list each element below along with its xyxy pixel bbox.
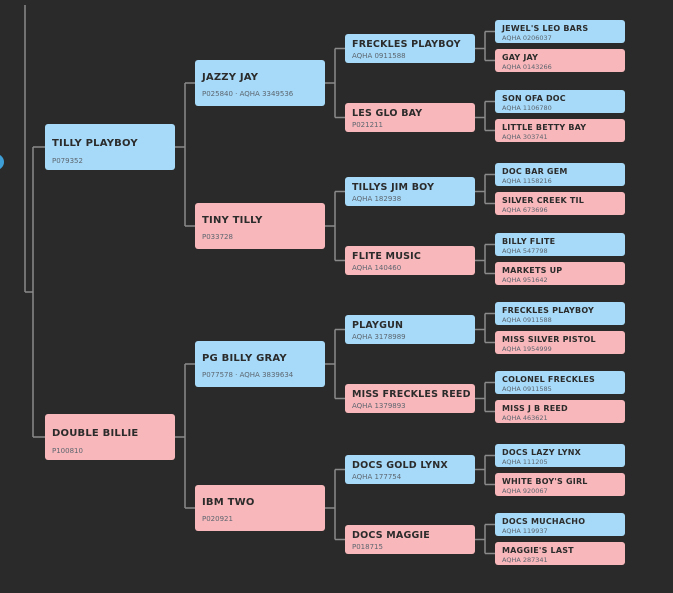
gen3-card-7[interactable]: DOCS GOLD LYNX AQHA 177754 xyxy=(345,455,475,484)
registration-number: AQHA 673696 xyxy=(502,206,548,214)
gen4-card-14[interactable]: WHITE BOY'S GIRL AQHA 920067 xyxy=(495,473,625,496)
horse-name: LITTLE BETTY BAY xyxy=(502,123,587,132)
gen4-card-15[interactable]: DOCS MUCHACHO AQHA 119937 xyxy=(495,513,625,536)
horse-name: DOUBLE BILLIE xyxy=(52,428,139,439)
registration-number: AQHA 303741 xyxy=(502,133,548,141)
registration-number: AQHA 951642 xyxy=(502,276,548,284)
horse-name: MARKETS UP xyxy=(502,266,563,275)
gen3-card-1[interactable]: FRECKLES PLAYBOY AQHA 0911588 xyxy=(345,34,475,63)
sire-card[interactable]: TILLY PLAYBOY P079352 xyxy=(45,124,175,170)
registration-number: P021211 xyxy=(352,121,383,129)
horse-name: PG BILLY GRAY xyxy=(202,353,287,364)
horse-name: TILLYS JIM BOY xyxy=(352,182,435,193)
gen4-card-12[interactable]: MISS J B REED AQHA 463621 xyxy=(495,400,625,423)
registration-number: P018715 xyxy=(352,543,383,551)
horse-name: MISS J B REED xyxy=(502,404,568,413)
horse-name: DOCS MAGGIE xyxy=(352,530,430,541)
gen4-card-11[interactable]: COLONEL FRECKLES AQHA 0911585 xyxy=(495,371,625,394)
sire-sire-card[interactable]: JAZZY JAY P025840 · AQHA 3349536 xyxy=(195,60,325,106)
horse-name: FLITE MUSIC xyxy=(352,251,422,262)
horse-name: SON OFA DOC xyxy=(502,94,566,103)
horse-name: TINY TILLY xyxy=(202,215,263,226)
horse-name: JEWEL'S LEO BARS xyxy=(502,24,589,33)
gen4-card-16[interactable]: MAGGIE'S LAST AQHA 287341 xyxy=(495,542,625,565)
registration-number: P033728 xyxy=(202,233,233,241)
horse-name: DOCS GOLD LYNX xyxy=(352,460,448,471)
horse-name: GAY JAY xyxy=(502,53,539,62)
gen3-card-4[interactable]: FLITE MUSIC AQHA 140460 xyxy=(345,246,475,275)
registration-number: AQHA 463621 xyxy=(502,414,548,422)
gen3-card-6[interactable]: MISS FRECKLES REED AQHA 1379893 xyxy=(345,384,475,413)
registration-number: AQHA 547798 xyxy=(502,247,548,255)
gen4-card-10[interactable]: MISS SILVER PISTOL AQHA 1954999 xyxy=(495,331,625,354)
horse-name: BILLY FLITE xyxy=(502,237,556,246)
registration-number: AQHA 119937 xyxy=(502,527,548,535)
horse-name: DOCS MUCHACHO xyxy=(502,517,586,526)
gen4-card-4[interactable]: LITTLE BETTY BAY AQHA 303741 xyxy=(495,119,625,142)
gen4-card-9[interactable]: FRECKLES PLAYBOY AQHA 0911588 xyxy=(495,302,625,325)
horse-name: FRECKLES PLAYBOY xyxy=(352,39,461,50)
horse-name: JAZZY JAY xyxy=(202,72,259,83)
horse-name: TILLY PLAYBOY xyxy=(52,138,138,149)
registration-number: P020921 xyxy=(202,515,233,523)
horse-name: COLONEL FRECKLES xyxy=(502,375,596,384)
registration-number: AQHA 0911588 xyxy=(502,316,552,324)
collapse-tab-icon[interactable] xyxy=(0,154,4,170)
horse-name: FRECKLES PLAYBOY xyxy=(502,306,595,315)
dam-dam-card[interactable]: IBM TWO P020921 xyxy=(195,485,325,531)
registration-number: AQHA 0206037 xyxy=(502,34,552,42)
registration-number: AQHA 1379893 xyxy=(352,402,406,410)
gen3-card-8[interactable]: DOCS MAGGIE P018715 xyxy=(345,525,475,554)
gen4-card-5[interactable]: DOC BAR GEM AQHA 1158216 xyxy=(495,163,625,186)
registration-number: AQHA 1158216 xyxy=(502,177,552,185)
gen4-card-2[interactable]: GAY JAY AQHA 0143266 xyxy=(495,49,625,72)
registration-number: AQHA 287341 xyxy=(502,556,548,564)
registration-number: P077578 · AQHA 3839634 xyxy=(202,371,294,379)
dam-card[interactable]: DOUBLE BILLIE P100810 xyxy=(45,414,175,460)
gen3-card-2[interactable]: LES GLO BAY P021211 xyxy=(345,103,475,132)
horse-name: SILVER CREEK TIL xyxy=(502,196,585,205)
gen4-card-13[interactable]: DOCS LAZY LYNX AQHA 111205 xyxy=(495,444,625,467)
registration-number: AQHA 182938 xyxy=(352,195,402,203)
horse-name: LES GLO BAY xyxy=(352,108,423,119)
registration-number: AQHA 0911585 xyxy=(502,385,552,393)
registration-number: AQHA 177754 xyxy=(352,473,402,481)
gen4-card-8[interactable]: MARKETS UP AQHA 951642 xyxy=(495,262,625,285)
gen3-card-5[interactable]: PLAYGUN AQHA 3178989 xyxy=(345,315,475,344)
registration-number: AQHA 1954999 xyxy=(502,345,552,353)
horse-name: MAGGIE'S LAST xyxy=(502,546,574,555)
registration-number: P100810 xyxy=(52,447,83,455)
horse-name: IBM TWO xyxy=(202,497,255,508)
gen4-card-6[interactable]: SILVER CREEK TIL AQHA 673696 xyxy=(495,192,625,215)
registration-number: AQHA 1106780 xyxy=(502,104,552,112)
horse-name: PLAYGUN xyxy=(352,320,404,331)
registration-number: AQHA 0911588 xyxy=(352,52,406,60)
horse-name: MISS FRECKLES REED xyxy=(352,389,471,400)
registration-number: AQHA 3178989 xyxy=(352,333,406,341)
registration-number: P025840 · AQHA 3349536 xyxy=(202,90,294,98)
registration-number: AQHA 920067 xyxy=(502,487,548,495)
horse-name: DOCS LAZY LYNX xyxy=(502,448,581,457)
gen4-card-7[interactable]: BILLY FLITE AQHA 547798 xyxy=(495,233,625,256)
registration-number: AQHA 111205 xyxy=(502,458,548,466)
horse-name: WHITE BOY'S GIRL xyxy=(502,477,588,486)
registration-number: AQHA 140460 xyxy=(352,264,402,272)
gen4-card-1[interactable]: JEWEL'S LEO BARS AQHA 0206037 xyxy=(495,20,625,43)
sire-dam-card[interactable]: TINY TILLY P033728 xyxy=(195,203,325,249)
gen3-card-3[interactable]: TILLYS JIM BOY AQHA 182938 xyxy=(345,177,475,206)
dam-sire-card[interactable]: PG BILLY GRAY P077578 · AQHA 3839634 xyxy=(195,341,325,387)
gen4-card-3[interactable]: SON OFA DOC AQHA 1106780 xyxy=(495,90,625,113)
registration-number: AQHA 0143266 xyxy=(502,63,552,71)
registration-number: P079352 xyxy=(52,157,83,165)
horse-name: DOC BAR GEM xyxy=(502,167,568,176)
horse-name: MISS SILVER PISTOL xyxy=(502,335,596,344)
